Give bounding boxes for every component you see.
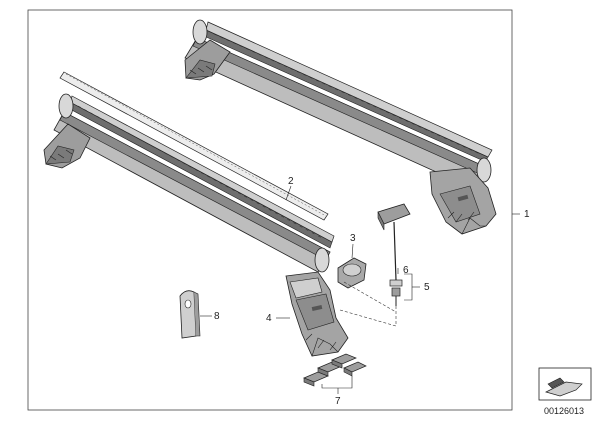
callout-8: 8 xyxy=(214,311,220,322)
callout-3: 3 xyxy=(350,233,356,244)
reference-number: 00126013 xyxy=(544,406,584,416)
mounting-plate xyxy=(179,290,201,339)
rear-bar-right-foot xyxy=(429,167,497,235)
sheet-corner-icon xyxy=(538,367,592,401)
callout-4: 4 xyxy=(266,313,272,324)
clips xyxy=(303,353,367,387)
front-bar-left-foot xyxy=(43,123,91,169)
mounting-bolt xyxy=(377,203,411,306)
leader-lines xyxy=(200,185,520,394)
callout-6: 6 xyxy=(403,265,409,276)
assembly-lines xyxy=(339,281,397,327)
end-cap xyxy=(337,257,367,289)
foot-assembly xyxy=(285,271,349,357)
callout-2: 2 xyxy=(288,176,294,187)
rear-bar-left-foot xyxy=(184,39,231,81)
rubber-strip xyxy=(59,71,329,221)
rear-roof-bar xyxy=(184,19,493,191)
callout-1: 1 xyxy=(524,209,530,220)
callout-5: 5 xyxy=(424,282,430,293)
front-roof-bar xyxy=(53,93,335,273)
diagram-frame xyxy=(27,9,513,411)
callout-7: 7 xyxy=(335,396,341,407)
